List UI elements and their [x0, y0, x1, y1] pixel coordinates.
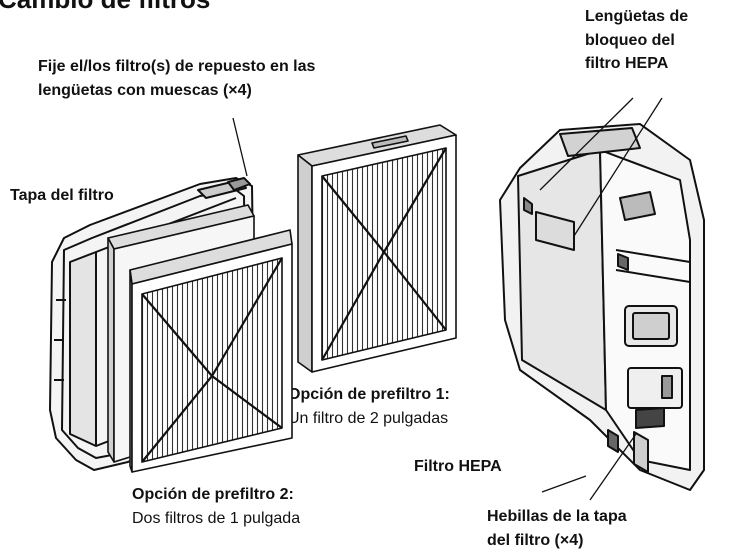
locking-tabs-label-line2: bloqueo del	[585, 32, 675, 49]
cover-buckles-leader	[589, 433, 637, 501]
cover-buckles-label-line2: del filtro (×4)	[487, 532, 584, 549]
locking-tab-leader-2	[573, 97, 663, 237]
prefilter-option-2-desc: Dos filtros de 1 pulgada	[132, 510, 301, 527]
attach-filters-label-line1: Fije el/los filtro(s) de repuesto en las	[38, 58, 316, 75]
prefilter-option-1-desc: Un filtro de 2 pulgadas	[288, 410, 449, 427]
hepa-filter-leader	[541, 475, 587, 493]
filter-cover-label: Tapa del filtro	[10, 187, 114, 204]
attach-filters-label-line2: lengüetas con muescas (×4)	[38, 82, 252, 99]
page-title: Cambio de filtros	[0, 0, 210, 15]
locking-tabs-label-line1: Lengüetas de	[585, 8, 689, 25]
air-scrubber-unit	[499, 123, 705, 491]
cover-buckles-label-line1: Hebillas de la tapa	[487, 508, 627, 525]
leader-lines	[232, 97, 663, 501]
prefilter-option-1-title: Opción de prefiltro 1:	[288, 386, 450, 403]
locking-tabs-label-line3: filtro HEPA	[585, 55, 669, 72]
hepa-filter-label: Filtro HEPA	[414, 458, 502, 475]
two-inch-filter	[297, 124, 457, 373]
prefilter-option-2-title: Opción de prefiltro 2:	[132, 486, 294, 503]
attach-filters-leader	[232, 117, 248, 177]
one-inch-filters	[107, 204, 293, 473]
locking-tab-leader-1	[539, 97, 634, 191]
